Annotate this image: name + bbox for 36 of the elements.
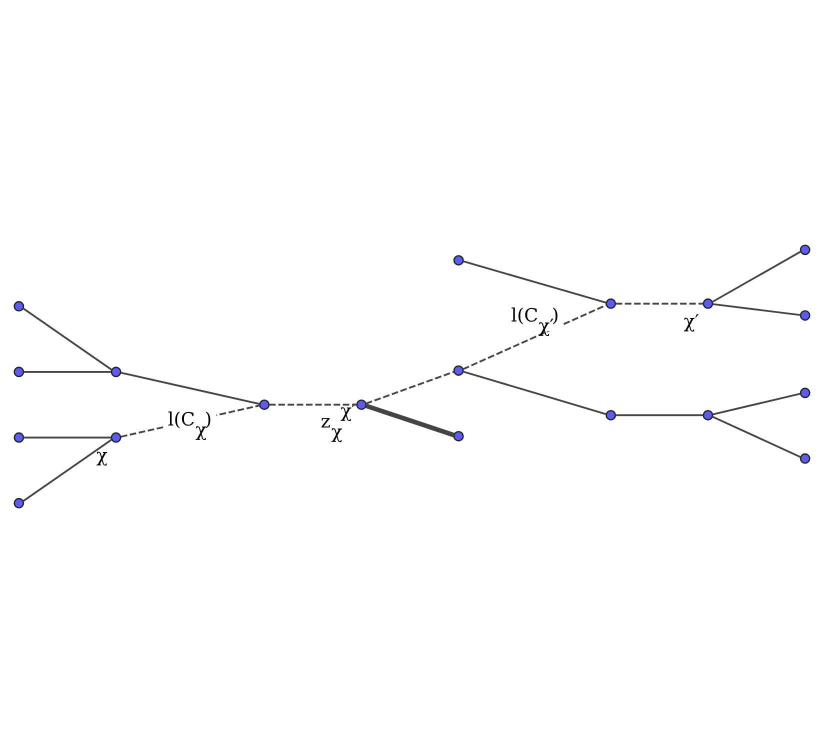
node-circle [453, 430, 464, 442]
connector [712, 416, 801, 458]
node-circle [14, 366, 24, 378]
node-circle [606, 298, 616, 309]
node-circle [702, 410, 714, 420]
connector [24, 436, 112, 438]
connector [366, 404, 455, 438]
node-circle [800, 388, 810, 398]
connector [712, 250, 801, 303]
node-circle [800, 453, 810, 464]
node-label: χ [96, 445, 108, 466]
node-circle [14, 301, 24, 312]
connector [616, 414, 704, 416]
node-circle [702, 298, 714, 309]
connector [463, 370, 606, 416]
node-circle [800, 244, 810, 256]
connector [463, 260, 606, 304]
node-circle [110, 366, 122, 378]
connector [22, 308, 112, 370]
node-circle [14, 432, 24, 443]
node-circle [453, 365, 464, 376]
connector [269, 404, 357, 406]
connector [616, 302, 704, 305]
node-circle [800, 310, 810, 321]
node-circle [356, 399, 367, 410]
node-label: χ′ [684, 312, 699, 333]
connector [366, 370, 454, 404]
connector [712, 303, 800, 316]
connector [712, 392, 800, 416]
connector [24, 370, 112, 373]
node-circle [14, 498, 24, 508]
connector [120, 372, 260, 405]
node-circle [110, 432, 122, 443]
node-circle [453, 255, 464, 266]
node-circle [606, 410, 616, 420]
node-circle [259, 399, 270, 410]
